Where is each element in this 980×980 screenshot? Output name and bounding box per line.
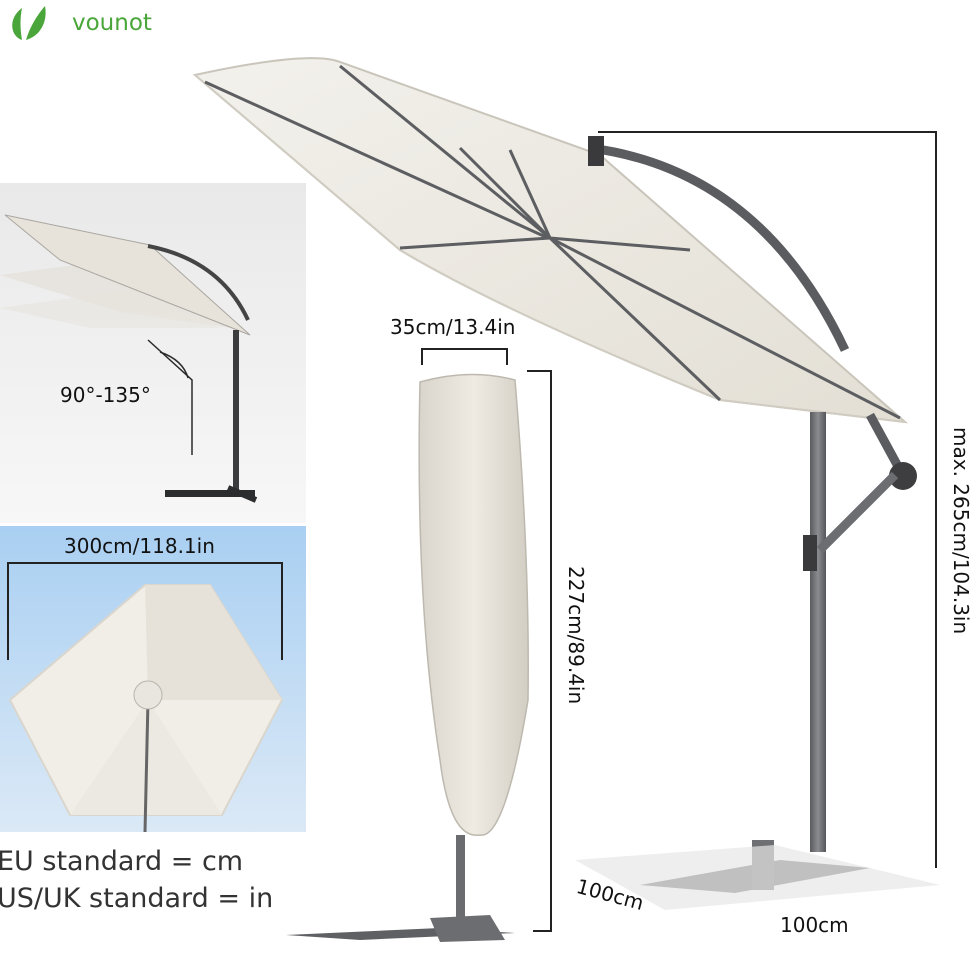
eu-standard-note: EU standard = cm	[0, 846, 244, 877]
brand-logo-icon	[12, 6, 46, 40]
base-footprint	[575, 845, 940, 910]
diameter-label: 300cm/118.1in	[64, 534, 215, 558]
us-standard-note: US/UK standard = in	[0, 883, 274, 914]
cover-width-dimension-line	[421, 348, 508, 365]
tilt-umbrella-drawing	[0, 214, 258, 503]
cover-height-dimension-line	[527, 370, 552, 932]
base-width-label: 100cm	[780, 913, 849, 937]
max-height-label: max. 265cm/104.3in	[949, 427, 973, 635]
cover-width-label: 35cm/13.4in	[390, 315, 516, 339]
umbrella-cover	[286, 373, 529, 942]
diameter-dimension-line	[7, 562, 283, 660]
cover-height-label: 227cm/89.4in	[564, 566, 588, 705]
brand-name: vounot	[72, 10, 152, 36]
tilt-angle-label: 90°-135°	[60, 383, 151, 407]
top-view-canopy	[8, 584, 284, 833]
height-dimension-line	[598, 131, 937, 868]
